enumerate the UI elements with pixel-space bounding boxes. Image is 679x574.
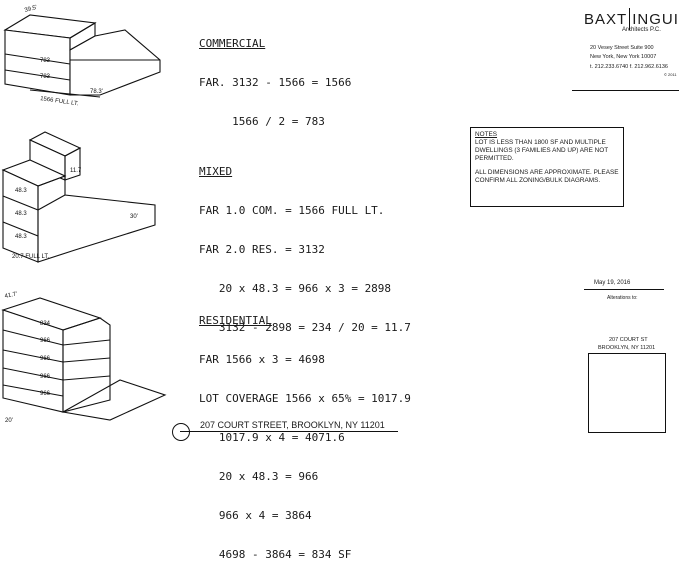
massing-diagrams: 39.5' 78.3' 1566 FULL LT. 783 783 30' 20… <box>1 5 167 424</box>
mixed-top: 11.7 <box>70 168 82 174</box>
alterations-label: Alterations to: <box>607 295 638 301</box>
firm-phone: t. 212.233.6740 f. 212.962.6136 <box>590 64 668 70</box>
mixed-dim-side: 30' <box>130 214 138 220</box>
commercial-floor-3: 783 <box>40 58 51 64</box>
commercial-calc: COMMERCIAL FAR. 3132 - 1566 = 1566 1566 … <box>199 11 351 141</box>
residential-line-5: 966 x 4 = 3864 <box>199 509 312 522</box>
mixed-line-3: 20 x 48.3 = 966 x 3 = 2898 <box>199 282 392 295</box>
residential-floor-4: 966 <box>40 338 51 344</box>
commercial-floor-1: 1566 FULL LT. <box>40 96 79 107</box>
mixed-line-2: FAR 2.0 RES. = 3132 <box>199 243 325 256</box>
residential-floor-2: 966 <box>40 374 51 380</box>
mixed-calc: MIXED FAR 1.0 COM. = 1566 FULL LT. FAR 2… <box>199 139 411 347</box>
residential-floor-1: 966 <box>40 391 51 397</box>
firm-copyright: © 2011 <box>664 72 677 77</box>
commercial-massing <box>3 14 161 98</box>
commercial-heading: COMMERCIAL <box>199 37 266 50</box>
residential-massing <box>1 297 167 421</box>
residential-floor-3: 966 <box>40 356 51 362</box>
commercial-line-1: FAR. 3132 - 1566 = 1566 <box>199 76 352 89</box>
project-address-1: 207 COURT ST <box>609 337 648 343</box>
residential-dim-top: 41.7' <box>4 291 18 300</box>
residential-line-1: FAR 1566 x 3 = 4698 <box>199 353 325 366</box>
commercial-dim-top: 39.5' <box>24 5 38 14</box>
residential-line-6: 4698 - 3864 = 834 SF <box>199 548 352 561</box>
residential-line-3: 1017.9 x 4 = 4071.6 <box>199 431 345 444</box>
mixed-floor-2: 48.3 <box>15 234 27 240</box>
mixed-heading: MIXED <box>199 165 233 178</box>
mixed-line-4: 3132 - 2898 = 234 / 20 = 11.7 <box>199 321 411 334</box>
commercial-floor-2: 783 <box>40 74 51 80</box>
stamp-box <box>588 353 666 433</box>
notes-box: NOTES LOT IS LESS THAN 1800 SF AND MULTI… <box>470 127 624 207</box>
firm-name-b: INGUI <box>632 11 679 28</box>
residential-floor-5: 834 <box>40 321 51 327</box>
mixed-floor-3: 48.3 <box>15 211 27 217</box>
commercial-line-2: 1566 / 2 = 783 <box>199 115 325 128</box>
residential-heading: RESIDENTIAL <box>199 314 272 327</box>
residential-line-4: 20 x 48.3 = 966 <box>199 470 319 483</box>
notes-paragraph-1: LOT IS LESS THAN 1800 SF AND MULTIPLE DW… <box>475 139 609 162</box>
mixed-massing <box>1 131 156 263</box>
mixed-line-1: FAR 1.0 COM. = 1566 FULL LT. <box>199 204 385 217</box>
residential-dim-bottom: 20' <box>5 418 13 424</box>
firm-subtitle: Architects P.C. <box>622 27 661 33</box>
title-divider-top <box>572 90 679 91</box>
firm-address-1: 20 Vesey Street Suite 900 <box>590 45 654 51</box>
date-divider <box>584 289 664 290</box>
north-arrow-circle <box>172 423 190 441</box>
notes-title: NOTES <box>475 131 498 138</box>
mixed-floor-1: 20.7 FULL LT. <box>12 254 49 260</box>
footer-line <box>180 431 398 432</box>
project-address-2: BROOKLYN, NY 11201 <box>598 345 656 351</box>
firm-name-a: BAXT <box>584 11 628 28</box>
commercial-dim-bottom: 78.3' <box>90 89 103 95</box>
residential-line-2: LOT COVERAGE 1566 x 65% = 1017.9 <box>199 392 411 405</box>
footer-address: 207 COURT STREET, BROOKLYN, NY 11201 <box>200 420 385 430</box>
drawing-date: May 19, 2016 <box>594 280 631 286</box>
firm-address-2: New York, New York 10007 <box>590 54 657 60</box>
mixed-floor-4: 48.3 <box>15 188 27 194</box>
notes-paragraph-2: ALL DIMENSIONS ARE APPROXIMATE. PLEASE C… <box>475 169 619 184</box>
